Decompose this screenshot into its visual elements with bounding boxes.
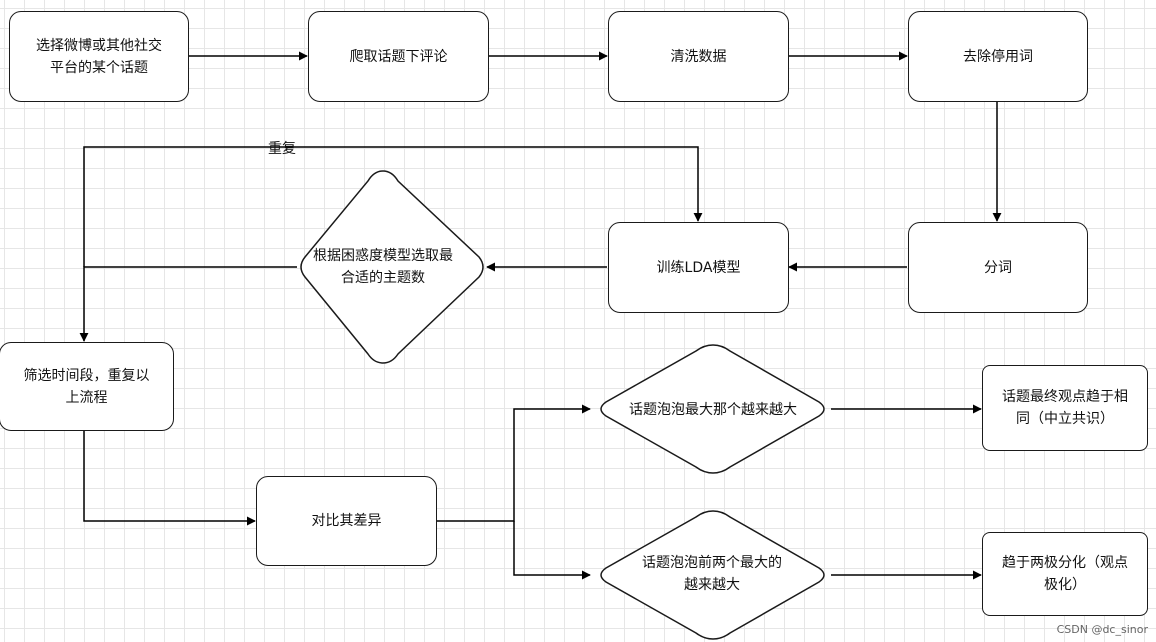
node-filter-period: 筛选时间段，重复以上流程 — [0, 342, 174, 431]
node-segment-words: 分词 — [908, 222, 1088, 313]
decision-largest-bubble-shape — [600, 344, 825, 474]
node-polarization: 趋于两极分化（观点极化） — [982, 532, 1148, 616]
decision-topic-count-text: 根据困惑度模型选取最合适的主题数 — [313, 248, 453, 286]
edge-filter-to-compare — [83, 431, 256, 526]
decision-largest-bubble-text: 话题泡泡最大那个越来越大 — [629, 402, 797, 418]
node-crawl-comments: 爬取话题下评论 — [308, 11, 489, 102]
edge-compare-to-top-two — [513, 521, 591, 580]
decision-topic-count-shape — [300, 170, 484, 364]
node-select-topic: 选择微博或其他社交平台的某个话题 — [9, 11, 189, 102]
decision-top-two-text: 话题泡泡前两个最大的越来越大 — [642, 555, 782, 593]
watermark: CSDN @dc_sinor — [1056, 623, 1148, 636]
decision-top-two-shape — [600, 510, 825, 640]
edge-repeat-loop — [83, 146, 703, 267]
node-train-lda: 训练LDA模型 — [608, 222, 789, 313]
node-compare-diff: 对比其差异 — [256, 476, 437, 566]
edge-compare-to-largest — [437, 404, 591, 522]
node-consensus: 话题最终观点趋于相同（中立共识） — [982, 365, 1148, 451]
edge-topic-count-to-filter — [79, 266, 297, 342]
repeat-label: 重复 — [268, 141, 296, 157]
node-remove-stopwords: 去除停用词 — [908, 11, 1088, 102]
node-clean-data: 清洗数据 — [608, 11, 789, 102]
